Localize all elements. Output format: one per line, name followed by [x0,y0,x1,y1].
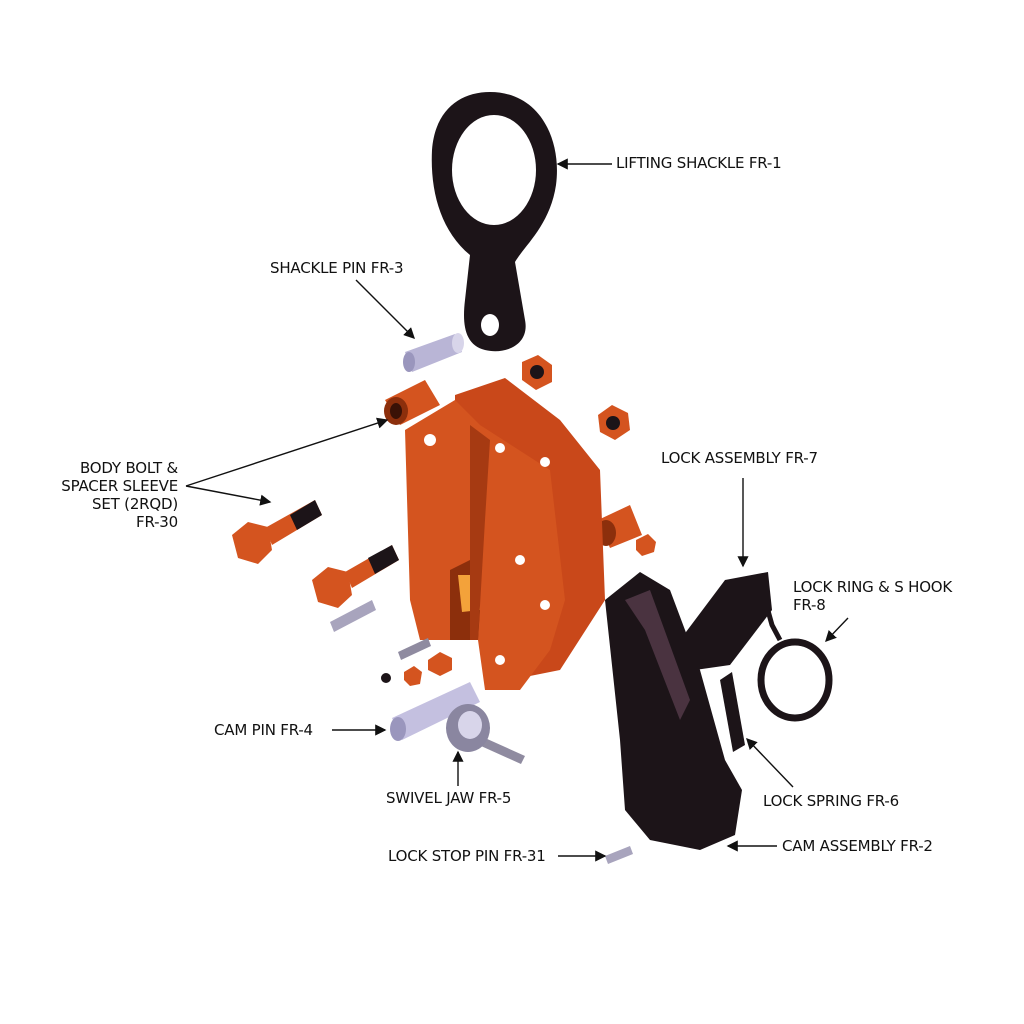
cam-pin-part [390,682,480,741]
label-lock-ring-line2: FR-8 [793,596,826,614]
label-body-bolt: BODY BOLT & SPACER SLEEVE SET (2RQD) FR-… [61,459,178,531]
cam-assembly-part [605,572,742,850]
swivel-jaw-part [446,704,490,752]
label-lifting-shackle: LIFTING SHACKLE FR-1 [616,154,782,172]
label-body-bolt-line3: SET (2RQD) [92,495,178,513]
arrow-spacer-sleeve [185,417,389,487]
label-cam-pin: CAM PIN FR-4 [214,721,313,739]
label-lock-ring: LOCK RING & S HOOK FR-8 [793,578,952,614]
lock-spring-part [720,672,745,752]
small-pins-parts [330,600,633,864]
arrow-lock-ring [825,617,849,643]
shackle-pin-part [403,333,464,372]
arrow-lock-spring [746,737,794,788]
body-bolt-part [232,500,399,608]
label-lock-spring: LOCK SPRING FR-6 [763,792,899,810]
clamp-body-part [405,378,605,690]
nut-parts [522,355,656,556]
spacer-sleeve-part [384,380,642,548]
label-shackle-pin: SHACKLE PIN FR-3 [270,259,404,277]
label-body-bolt-line1: BODY BOLT & [79,459,178,477]
label-body-bolt-line4: FR-30 [136,513,178,531]
label-lock-stop-pin: LOCK STOP PIN FR-31 [388,847,546,865]
lock-ring-part [757,599,833,722]
arrow-body-bolt [185,485,272,506]
lock-assembly-part [680,572,772,670]
label-body-bolt-line2: SPACER SLEEVE [61,477,178,495]
label-lock-ring-line1: LOCK RING & S HOOK [793,578,953,596]
label-cam-assembly: CAM ASSEMBLY FR-2 [782,837,933,855]
leader-arrows [185,158,849,862]
arrow-shackle-pin [355,279,415,339]
label-swivel-jaw: SWIVEL JAW FR-5 [386,789,512,807]
lifting-shackle-part [431,92,557,352]
label-lock-assembly: LOCK ASSEMBLY FR-7 [661,449,818,467]
